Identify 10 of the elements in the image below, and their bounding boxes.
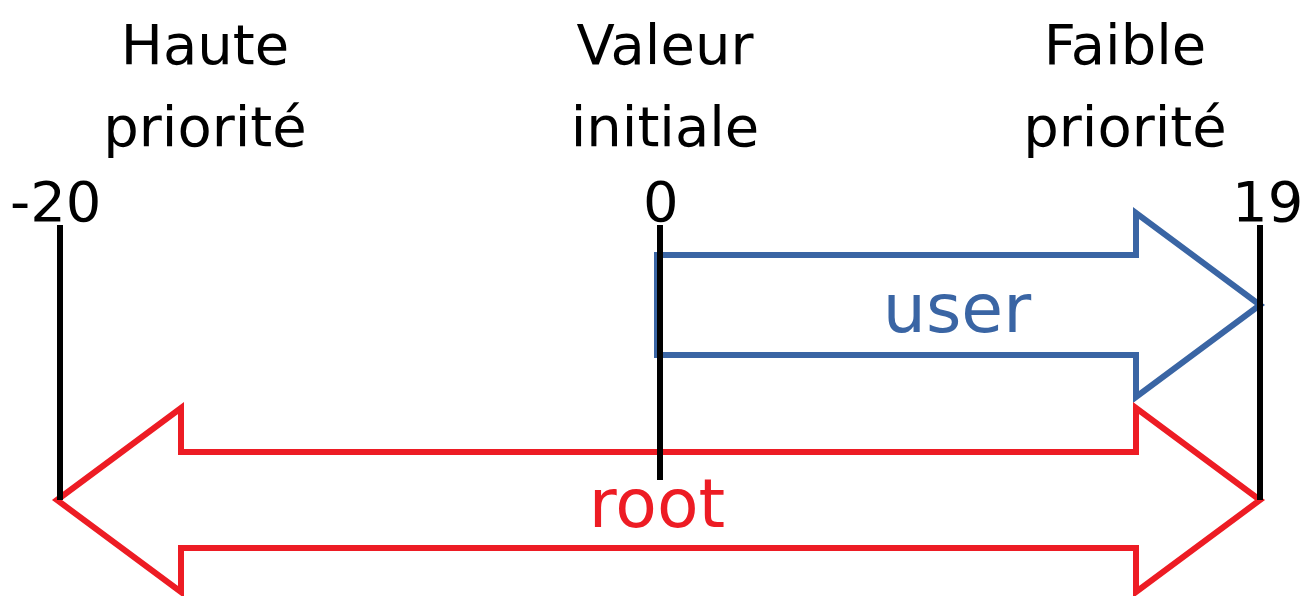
scale-heading: Haute priorité <box>102 11 308 161</box>
scale-heading: Valeur initiale <box>569 11 761 161</box>
edge-label: user <box>882 271 1032 347</box>
tick-value: 19 <box>1232 172 1304 232</box>
block-arrow <box>51 402 1266 596</box>
scale-heading: Faible priorité <box>1022 11 1228 161</box>
tick-value: -20 <box>10 172 102 232</box>
tick-value: 0 <box>643 172 679 232</box>
edge-label: root <box>588 466 726 542</box>
block-arrow <box>654 207 1266 403</box>
